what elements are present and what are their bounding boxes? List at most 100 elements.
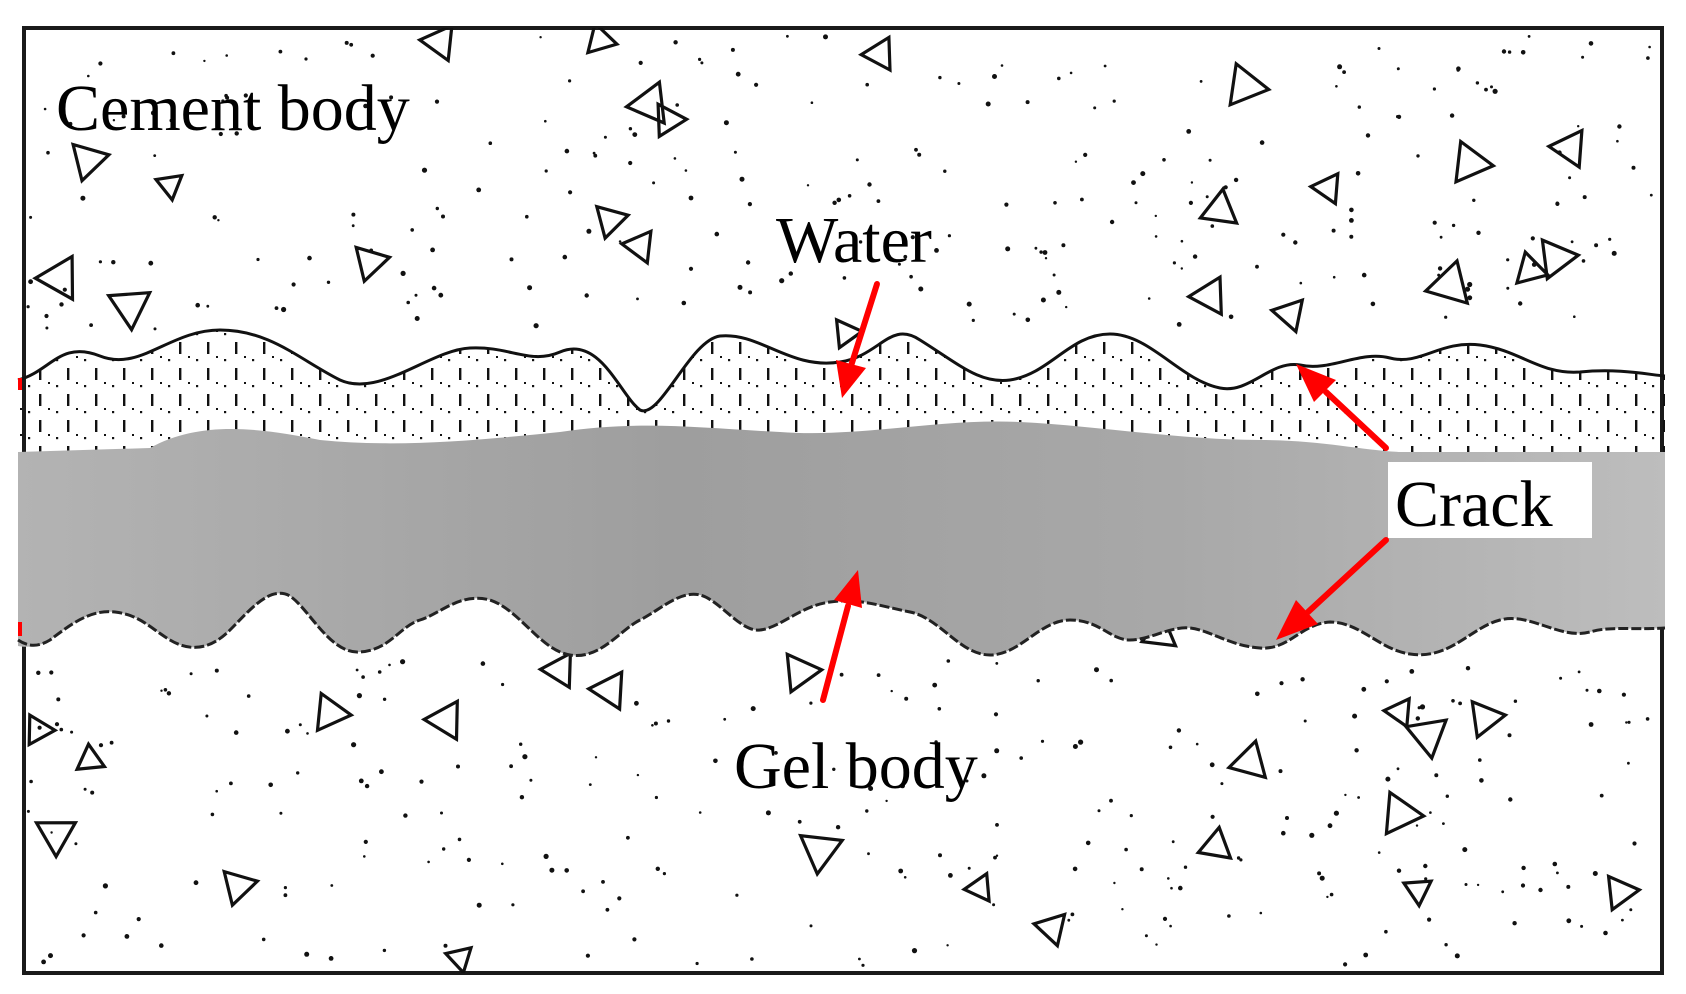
particle-dot [858,957,861,961]
particle-dot [435,206,439,211]
particle-dot [419,779,424,784]
aggregate-triangle [1307,171,1340,207]
particle-dot [1220,782,1224,786]
particle-dot [1034,246,1038,250]
aggregate-triangle [315,690,355,733]
particle-dot [1570,240,1574,244]
particle-dot [1186,129,1192,134]
particle-dot [1451,223,1456,228]
aggregate-triangle [1268,297,1305,335]
particle-dot [1134,201,1138,205]
particle-dot [806,184,810,187]
particle-dot [748,290,753,295]
particle-dot [26,305,30,309]
particle-dot [618,240,622,243]
particle-dot [400,270,406,276]
particle-dot [568,79,572,83]
particle-dot [1210,814,1215,819]
particle-dot [1458,701,1462,706]
aggregate-triangle [74,741,108,772]
particle-dot [363,855,366,858]
particle-dot [1357,105,1362,109]
particle-dot [166,691,172,696]
particle-dot [193,880,199,886]
particle-dot [1462,847,1468,853]
particle-dot [1167,877,1170,880]
particle-dot [835,825,841,830]
particle-dot [1617,124,1622,129]
particle-dot [1361,272,1367,278]
particle-dot [688,195,694,201]
particle-dot [169,118,174,123]
particle-dot [1645,717,1650,721]
particle-dot [1109,678,1113,683]
particle-dot [278,49,283,54]
particle-dot [256,257,260,262]
particle-dot [1530,236,1535,241]
particle-dot [1155,943,1158,946]
aggregate-triangle [537,650,573,691]
particle-dot [1472,198,1476,202]
particle-dot [356,693,362,699]
particle-dot [1052,273,1056,277]
particle-dot [1520,883,1526,888]
particle-dot [150,110,156,116]
particle-dot [98,743,104,748]
particle-dot [823,34,828,40]
particle-dot [1176,728,1182,733]
particle-dot [900,783,905,789]
left-edge-mark-bottom [18,622,22,636]
particle-dot [1176,322,1182,327]
particle-dot [525,214,529,219]
particle-dot [49,670,54,675]
particle-dot [527,285,533,291]
particle-dot [992,74,997,79]
particle-dot [529,778,533,782]
aggregate-triangle [858,34,892,73]
particle-dot [1552,861,1558,867]
particle-dot [1195,742,1199,746]
particle-dot [1478,758,1482,762]
particle-dot [1255,264,1259,269]
particle-dot [1000,64,1004,67]
particle-dot [832,200,837,205]
particle-dot [1072,744,1078,749]
water-label: Water [776,204,932,277]
particle-dot [1594,243,1599,248]
aggregate-triangle [1225,738,1268,780]
particle-dot [121,114,126,119]
particle-dot [995,823,999,827]
particle-dot [74,842,78,846]
particle-dot [519,795,525,800]
particle-dot [809,924,813,928]
particle-dot [797,819,802,824]
particle-dot [594,756,598,759]
particle-dot [858,240,863,244]
particle-dot [68,121,73,126]
particle-dot [112,119,116,122]
particle-dot [291,282,296,287]
particle-dot [43,107,47,111]
particle-dot [59,302,64,307]
particle-dot [1019,756,1023,760]
particle-dot [1299,281,1303,285]
particle-dot [1365,133,1371,138]
particle-dot [1415,716,1421,721]
particle-dot [995,854,999,857]
particle-dot [195,302,200,308]
particle-dot [442,847,446,851]
particle-dot [46,150,50,155]
particle-dot [1484,87,1488,92]
particle-dot [1627,720,1631,724]
particle-dot [786,34,789,38]
particle-dot [1611,250,1617,256]
particle-dot [89,323,93,327]
particle-dot [995,662,999,665]
particle-dot [443,943,448,948]
particle-dot [81,933,86,938]
particle-dot [306,732,309,735]
particle-dot [1434,773,1439,778]
particle-dot [1208,158,1212,162]
particle-dot [1069,71,1073,75]
aggregate-triangle [70,142,113,184]
